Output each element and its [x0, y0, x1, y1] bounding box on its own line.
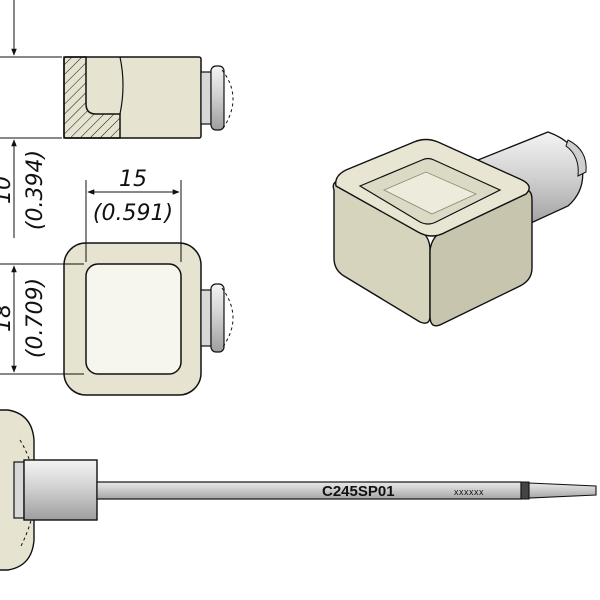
- side-view-hatched-section: [63, 56, 121, 139]
- tip-handle: [23, 459, 98, 521]
- side-view-cavity-line: [119, 56, 124, 115]
- side-view-connector: [200, 71, 212, 125]
- front-view-cavity: [85, 263, 182, 375]
- iso-cavity-floor: [383, 171, 477, 215]
- serial-number-label: xxxxxx: [454, 487, 484, 497]
- tip-long-view: C245SP01 xxxxxx: [0, 409, 597, 571]
- tip-stem-band: [520, 481, 530, 500]
- front-height-in-label: (0.709): [23, 278, 48, 358]
- tip-connector-ring: [13, 461, 25, 519]
- side-view: 10 (0.394): [0, 0, 234, 238]
- iso-shaft-end: [565, 139, 587, 177]
- side-view-connector-knob: [210, 65, 225, 131]
- side-height-mm-label: 10: [0, 176, 16, 204]
- front-view: 15 (0.591) 18 (0.709): [0, 167, 234, 396]
- width-mm-label: 15: [119, 167, 147, 192]
- tip-stem-end: [528, 482, 597, 499]
- isometric-view: [332, 131, 587, 327]
- side-height-in-label: (0.394): [23, 150, 48, 230]
- front-view-dashed-arc: [221, 287, 234, 349]
- part-number-label: C245SP01: [322, 483, 395, 500]
- width-in-label: (0.591): [93, 201, 173, 226]
- front-height-mm-label: 18: [0, 304, 16, 332]
- front-view-connector: [200, 289, 212, 347]
- side-view-dashed-arc: [221, 69, 234, 131]
- front-view-connector-knob: [210, 283, 225, 353]
